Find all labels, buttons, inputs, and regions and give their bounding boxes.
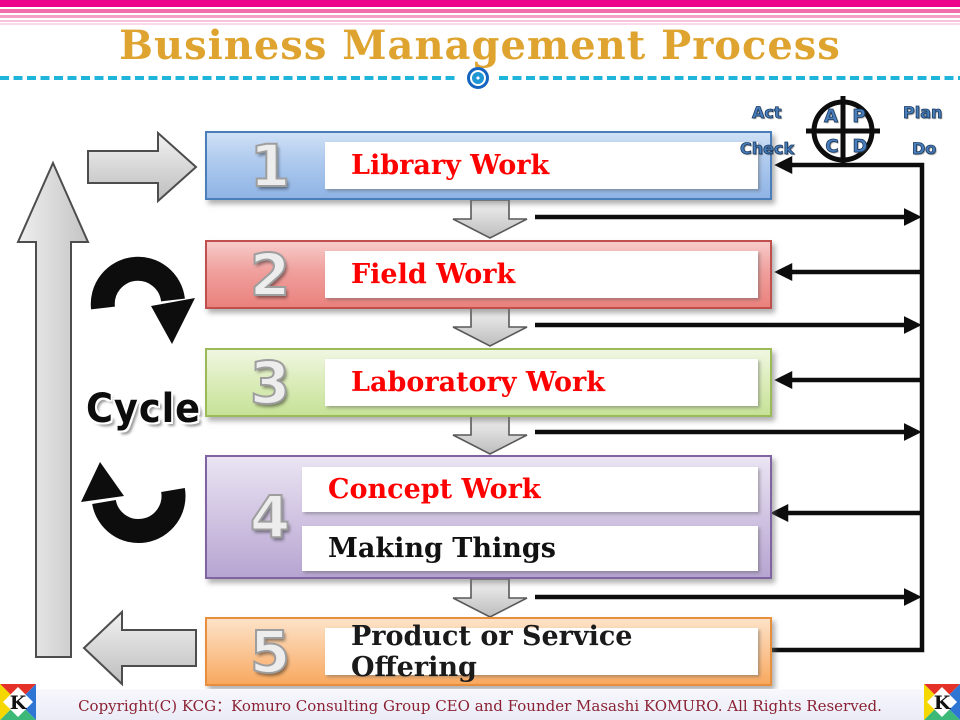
- kcg-logo-right: K: [924, 684, 960, 720]
- enter-step1-arrow: [87, 130, 198, 204]
- step-1-label: Library Work: [325, 142, 758, 189]
- down-arrow-4-icon: [452, 578, 528, 618]
- target-icon: [467, 67, 489, 89]
- feedback-loop-line: [772, 156, 925, 653]
- down-arrow-1-icon: [452, 199, 528, 239]
- step-5-label: Product or Service Offering: [325, 621, 758, 683]
- pdca-letter-p: P: [852, 106, 866, 128]
- step-1-number: 1: [249, 131, 291, 200]
- copyright-text: Copyright(C) KCG：Komuro Consulting Group…: [78, 697, 882, 715]
- dashed-divider-left: [0, 76, 458, 80]
- cycle-label: Cycle: [86, 386, 201, 432]
- pdca-label-plan: Plan: [903, 103, 943, 123]
- rotate-arc-top-head-icon: [151, 298, 195, 344]
- step-4-label-making: Making Things: [302, 526, 758, 571]
- pdca-wheel-cross-icon: [806, 96, 880, 166]
- step-3-box: 3 Laboratory Work: [205, 348, 772, 417]
- top-stripe-band: [0, 0, 960, 26]
- step-4-box: 4 Concept Work Making Things: [205, 455, 772, 579]
- step-4-label-concept: Concept Work: [302, 467, 758, 512]
- rotate-arc-bottom-icon: [92, 487, 186, 543]
- pdca-letter-c: C: [825, 136, 839, 158]
- step-5-number: 5: [249, 617, 291, 686]
- kcg-logo-left: K: [0, 684, 36, 720]
- step-2-number: 2: [249, 240, 291, 309]
- footer-bar: Copyright(C) KCG：Komuro Consulting Group…: [0, 689, 960, 720]
- dashed-divider-right: [499, 76, 960, 80]
- step-1-box: 1 Library Work: [205, 131, 772, 200]
- rotate-arc-bottom-head-icon: [81, 462, 124, 502]
- pdca-label-act: Act: [752, 103, 782, 123]
- down-arrow-3-icon: [452, 415, 528, 455]
- step-4-number: 4: [249, 483, 291, 551]
- return-step5-arrow: [82, 609, 197, 687]
- down-arrow-2-icon: [452, 307, 528, 347]
- kcg-logo-letter: K: [10, 692, 28, 714]
- step-3-label: Laboratory Work: [325, 359, 758, 406]
- step-3-number: 3: [249, 348, 291, 417]
- rotate-arc-top-icon: [90, 256, 185, 310]
- pdca-label-check: Check: [740, 139, 795, 159]
- pdca-letter-a: A: [824, 106, 839, 128]
- pdca-label-do: Do: [912, 139, 937, 159]
- cycle-up-arrow: [16, 160, 90, 658]
- page-title: Business Management Process: [119, 22, 841, 69]
- pdca-letter-d: D: [852, 136, 868, 158]
- step-5-box: 5 Product or Service Offering: [205, 617, 772, 686]
- step-2-box: 2 Field Work: [205, 240, 772, 309]
- step-2-label: Field Work: [325, 251, 758, 298]
- kcg-logo-letter: K: [934, 692, 952, 714]
